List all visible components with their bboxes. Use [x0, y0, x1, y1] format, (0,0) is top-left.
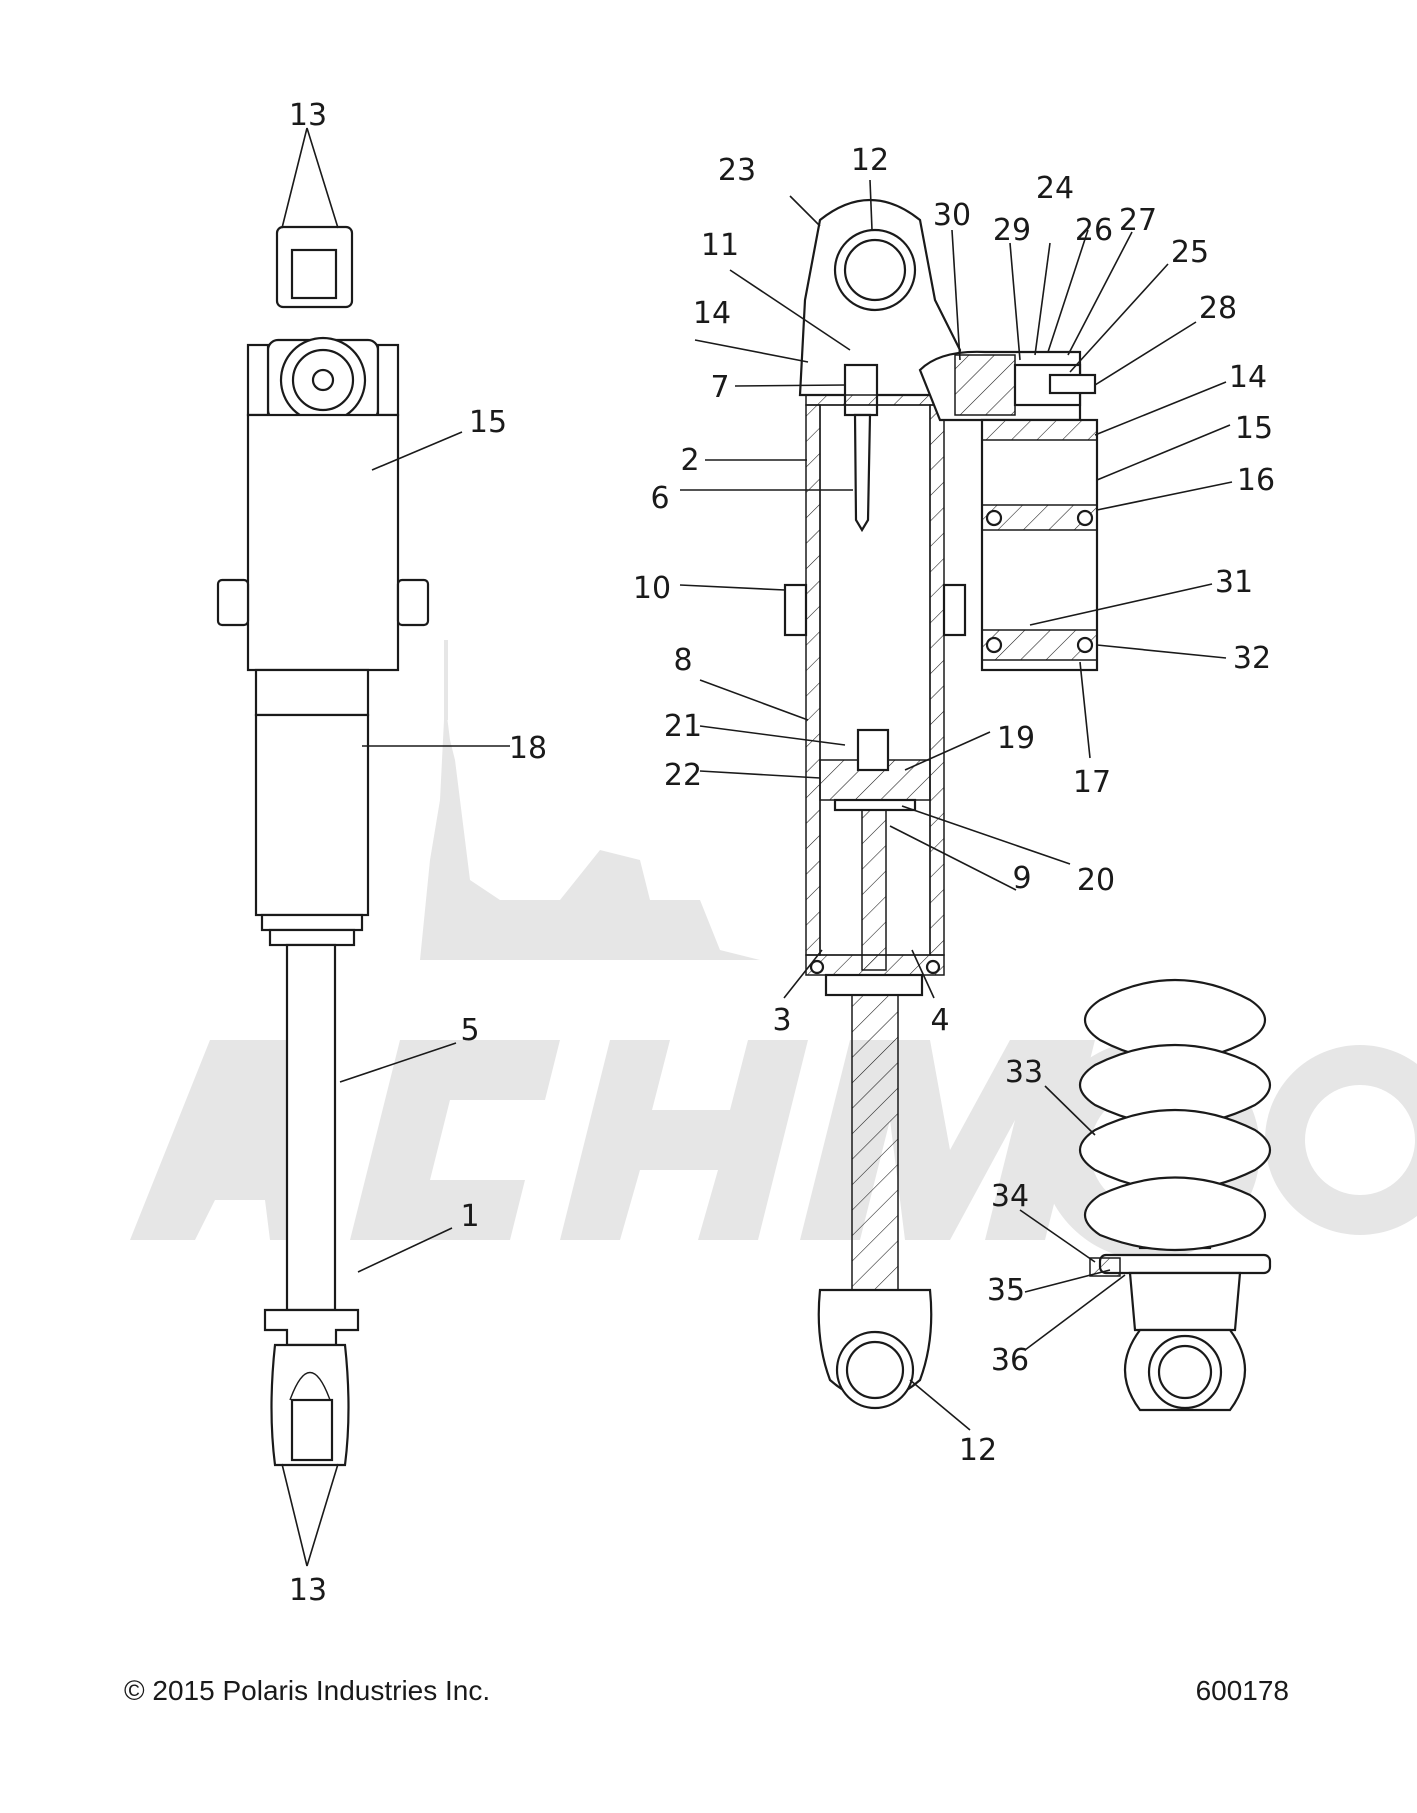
callout-18: 18 [509, 731, 547, 766]
callout-21: 21 [664, 709, 702, 744]
callout-29: 29 [993, 213, 1031, 248]
callout-8: 8 [673, 643, 692, 678]
callout-14-right: 14 [1229, 360, 1267, 395]
callout-7: 7 [710, 370, 729, 405]
callout-10: 10 [633, 571, 671, 606]
callout-5: 5 [460, 1013, 479, 1048]
callout-20: 20 [1077, 863, 1115, 898]
callout-33: 33 [1005, 1055, 1043, 1090]
callout-12-bottom: 12 [959, 1433, 997, 1468]
callout-22: 22 [664, 758, 702, 793]
callout-30: 30 [933, 198, 971, 233]
copyright-text: © 2015 Polaris Industries Inc. [124, 1675, 491, 1706]
callout-1: 1 [460, 1199, 479, 1234]
callout-36: 36 [991, 1343, 1029, 1378]
callout-6: 6 [650, 481, 669, 516]
shock-cross-section [783, 199, 1099, 1410]
leader-lines [281, 127, 1233, 1567]
callout-23: 23 [718, 153, 756, 188]
callout-32: 32 [1233, 641, 1271, 676]
callout-35: 35 [987, 1273, 1025, 1308]
callout-12-top: 12 [851, 143, 889, 178]
callout-25: 25 [1171, 235, 1209, 270]
callout-2: 2 [680, 443, 699, 478]
callout-28: 28 [1199, 291, 1237, 326]
callout-13-bottom: 13 [289, 1573, 327, 1608]
watermark-logo [130, 640, 1417, 1260]
callout-34: 34 [991, 1179, 1029, 1214]
callout-17: 17 [1073, 765, 1111, 800]
callout-15-left: 15 [469, 405, 507, 440]
callout-14-left: 14 [693, 296, 731, 331]
callout-16: 16 [1237, 463, 1275, 498]
callout-11: 11 [701, 228, 739, 263]
callout-3: 3 [772, 1003, 791, 1038]
callout-31: 31 [1215, 565, 1253, 600]
spring-assembly-view [1078, 979, 1272, 1412]
shock-exterior-view [216, 225, 430, 1467]
callout-4: 4 [930, 1003, 949, 1038]
callout-13-top: 13 [289, 98, 327, 133]
callout-19: 19 [997, 721, 1035, 756]
callout-15-right: 15 [1235, 411, 1273, 446]
callout-26: 26 [1075, 213, 1113, 248]
callout-labels: 13 13 15 18 5 1 12 23 11 14 7 2 6 10 8 2… [289, 98, 1275, 1608]
callout-27: 27 [1119, 203, 1157, 238]
callout-24: 24 [1036, 171, 1074, 206]
drawing-number: 600178 [1195, 1675, 1289, 1706]
callout-9: 9 [1012, 861, 1031, 896]
